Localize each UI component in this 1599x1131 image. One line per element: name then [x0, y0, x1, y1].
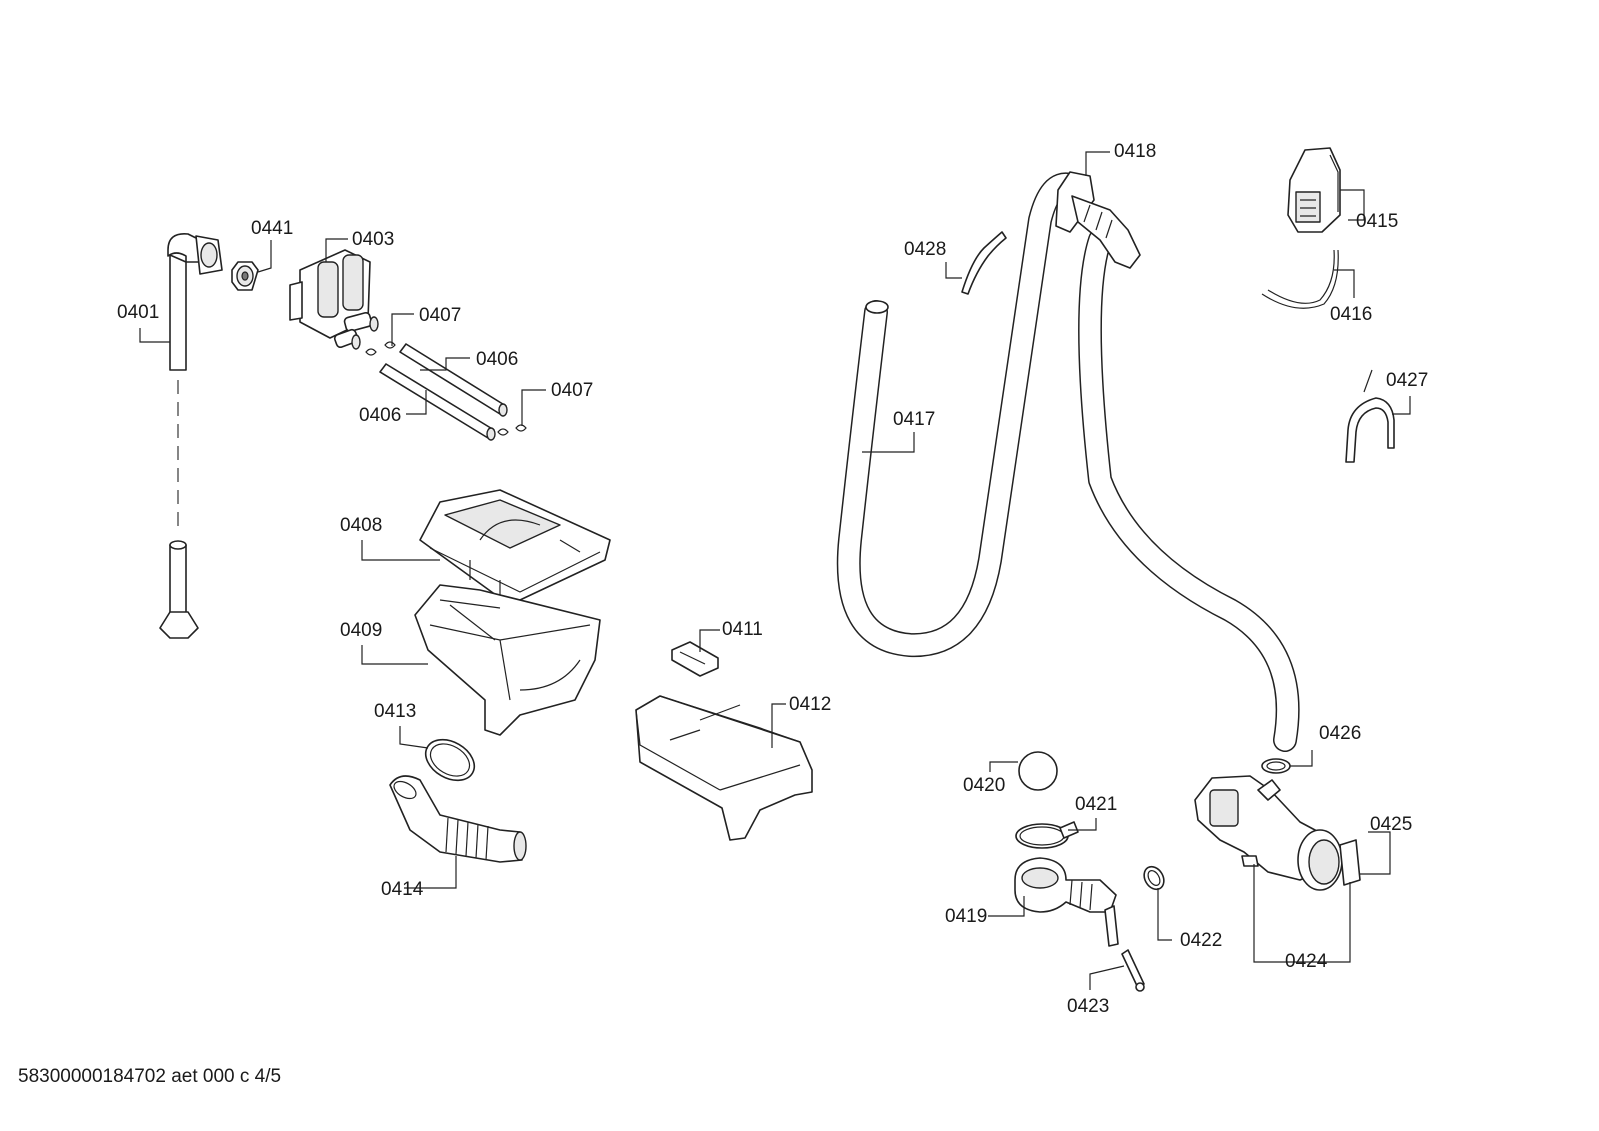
- part-0401-inlet-hose: [159, 233, 223, 639]
- label-0426: 0426: [1319, 723, 1361, 744]
- part-0409-dispenser-housing: [414, 584, 601, 736]
- part-0418-connector-hose: [1055, 171, 1300, 752]
- label-0424: 0424: [1285, 951, 1328, 972]
- label-0416: 0416: [1330, 304, 1372, 325]
- document-id-footer: 58300000184702 aet 000 c 4/5: [18, 1066, 282, 1087]
- label-0428: 0428: [904, 239, 946, 260]
- label-0427: 0427: [1386, 370, 1428, 391]
- label-0407-lower: 0407: [551, 380, 593, 401]
- leader-lines: [139, 151, 1411, 990]
- part-0423-screw: [1121, 949, 1145, 992]
- part-0425-filter: [1297, 829, 1361, 891]
- part-0414-bellows-hose: [389, 775, 527, 863]
- label-0409: 0409: [340, 620, 382, 641]
- label-0403: 0403: [352, 229, 394, 250]
- label-0401: 0401: [117, 302, 159, 323]
- part-0428-small-tube: [961, 231, 1007, 295]
- part-0407-clamps-upper: [365, 341, 396, 356]
- part-0420-cap: [1018, 751, 1058, 791]
- label-0417: 0417: [893, 409, 935, 430]
- part-0417-drain-hose: [836, 172, 1082, 658]
- part-0427-hook: [1345, 369, 1395, 463]
- label-0407-upper: 0407: [419, 305, 461, 326]
- part-0426-clamp: [1261, 758, 1291, 774]
- part-0406-hoses: [379, 343, 508, 441]
- part-0411-slider: [671, 641, 719, 677]
- part-0408-dispenser-cover: [419, 489, 611, 601]
- label-0419: 0419: [945, 906, 987, 927]
- part-0416-cable: [1261, 249, 1339, 309]
- label-0418: 0418: [1114, 141, 1156, 162]
- label-0425: 0425: [1370, 814, 1412, 835]
- label-0412: 0412: [789, 694, 831, 715]
- label-0421: 0421: [1075, 794, 1117, 815]
- label-0406-upper: 0406: [476, 349, 518, 370]
- part-0412-drawer: [635, 695, 813, 841]
- label-0411: 0411: [722, 619, 763, 640]
- label-0406-lower: 0406: [359, 405, 401, 426]
- label-0408: 0408: [340, 515, 382, 536]
- label-0414: 0414: [381, 879, 424, 900]
- part-0403-inlet-valve: [289, 249, 379, 350]
- label-0422: 0422: [1180, 930, 1222, 951]
- part-0419-sump-hose: [1014, 857, 1119, 947]
- label-0415: 0415: [1356, 211, 1398, 232]
- label-0441: 0441: [251, 218, 293, 239]
- label-0423: 0423: [1067, 996, 1109, 1017]
- part-0407-clamps-lower: [497, 424, 527, 436]
- part-0441-nut: [231, 261, 259, 291]
- label-0420: 0420: [963, 775, 1005, 796]
- part-0413-gasket: [424, 738, 476, 782]
- part-0421-hose-clamp: [1015, 821, 1079, 849]
- part-0415-connector: [1287, 147, 1341, 233]
- part-0422-clamp: [1143, 865, 1165, 891]
- label-0413: 0413: [374, 701, 416, 722]
